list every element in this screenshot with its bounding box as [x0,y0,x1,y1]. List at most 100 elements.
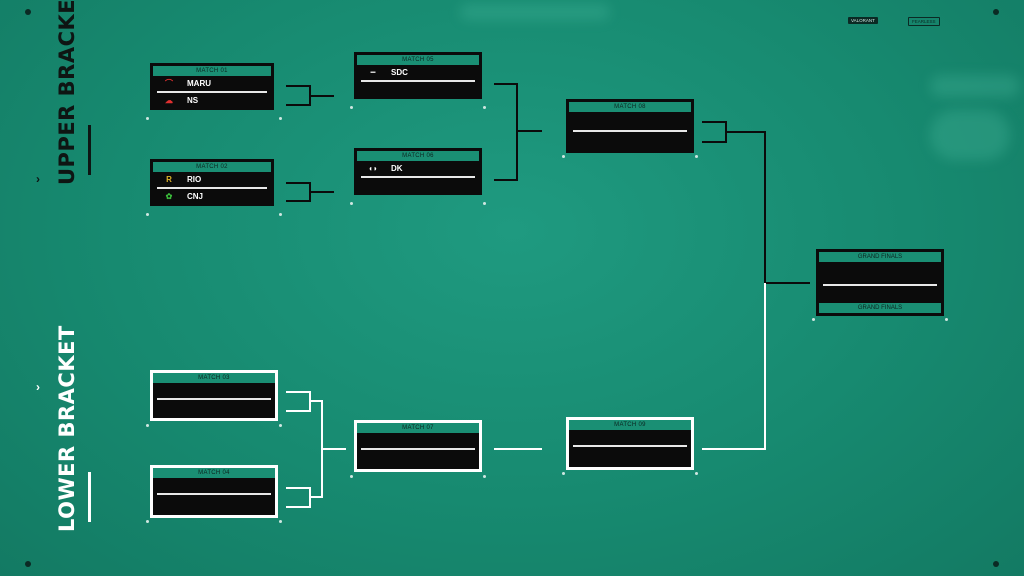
team-row[interactable]: ◖◗ DK [357,161,479,176]
divider [361,176,475,178]
card-dot [279,213,282,216]
corner-marker [993,561,999,567]
bg-streak [930,110,1010,160]
team-name: DK [391,164,403,173]
team-row[interactable] [569,447,691,462]
grand-finals-header: GRAND FINALS [819,252,941,262]
grand-finals-card[interactable]: GRAND FINALS GRAND FINALS [816,249,944,316]
match-header: MATCH 09 [569,420,691,430]
match-header: MATCH 07 [357,423,479,433]
bg-streak [460,4,610,20]
team-row[interactable]: R RIO [153,172,271,187]
team-row[interactable] [153,478,275,493]
connector-m8-gf [702,121,810,284]
fearless-logo: FEARLESS [908,17,940,26]
team-row[interactable] [153,400,275,415]
team-row[interactable]: ☁ NS [153,93,271,108]
bg-streak [930,75,1020,97]
corner-marker [993,9,999,15]
match-09-card[interactable]: MATCH 09 [566,417,694,470]
divider [823,284,937,286]
dk-wordmark-icon: ◖◗ [368,164,378,173]
card-dot [945,318,948,321]
connector-m2-m6 [286,182,334,202]
green-cnj-logo-icon: ✿ [165,192,173,201]
divider [157,493,271,495]
team-name: CNJ [187,192,204,201]
connector-m3-m4-m7 [286,391,346,508]
card-dot [483,202,486,205]
divider [573,130,687,132]
match-02-card[interactable]: MATCH 02 R RIO ✿ CNJ [150,159,274,206]
card-dot [146,213,149,216]
team-row[interactable]: ⌒ MARU [153,76,271,91]
connector-m9-gf [702,283,766,450]
card-dot [562,472,565,475]
match-03-card[interactable]: MATCH 03 [150,370,278,421]
card-dot [350,202,353,205]
match-header: MATCH 01 [153,66,271,76]
divider [573,445,687,447]
divider [157,91,267,93]
match-header: MATCH 03 [153,373,275,383]
red-cloud-logo-icon: ☁ [165,96,173,105]
lower-accent-bar [88,472,91,522]
card-dot [146,424,149,427]
divider [157,187,267,189]
match-01-card[interactable]: MATCH 01 ⌒ MARU ☁ NS [150,63,274,110]
divider [157,398,271,400]
corner-marker [25,9,31,15]
team-row[interactable] [153,383,275,398]
chevron-right-icon: › [36,172,40,186]
card-dot [350,106,353,109]
match-07-card[interactable]: MATCH 07 [354,420,482,472]
card-dot [695,155,698,158]
team-name: SDC [391,68,408,77]
upper-accent-bar [88,125,91,175]
team-row[interactable] [357,178,479,193]
team-row[interactable] [153,495,275,510]
divider [361,80,475,82]
match-04-card[interactable]: MATCH 04 [150,465,278,518]
grand-finals-footer: GRAND FINALS [819,303,941,313]
team-row[interactable] [357,433,479,448]
card-dot [812,318,815,321]
team-row[interactable]: ✿ CNJ [153,189,271,204]
team-row[interactable] [569,112,691,130]
card-dot [146,117,149,120]
card-dot [562,155,565,158]
match-header: MATCH 04 [153,468,275,478]
team-name: MARU [187,79,211,88]
connector-m5-m6-m8 [494,83,542,181]
card-dot [279,117,282,120]
team-row[interactable] [569,132,691,147]
match-header: MATCH 08 [569,102,691,112]
card-dot [279,424,282,427]
connector-m1-m5 [286,85,334,106]
red-wing-logo-icon: ⌒ [165,79,173,88]
match-header: MATCH 06 [357,151,479,161]
valorant-logo: VALORANT [848,17,878,24]
card-dot [695,472,698,475]
card-dot [483,475,486,478]
corner-marker [25,561,31,567]
match-08-card[interactable]: MATCH 08 [566,99,694,153]
divider [361,448,475,450]
match-header: MATCH 05 [357,55,479,65]
chevron-right-icon: › [36,380,40,394]
team-row[interactable] [357,82,479,97]
team-row[interactable] [357,450,479,465]
match-06-card[interactable]: MATCH 06 ◖◗ DK [354,148,482,195]
match-05-card[interactable]: MATCH 05 ▬ SDC [354,52,482,99]
team-row[interactable] [569,430,691,445]
team-row[interactable]: ▬ SDC [357,65,479,80]
card-dot [350,475,353,478]
team-name: RIO [187,175,202,184]
match-header: MATCH 02 [153,162,271,172]
card-dot [279,520,282,523]
card-dot [146,520,149,523]
sdc-wordmark-icon: ▬ [370,69,376,75]
card-dot [483,106,486,109]
team-name: NS [187,96,199,105]
